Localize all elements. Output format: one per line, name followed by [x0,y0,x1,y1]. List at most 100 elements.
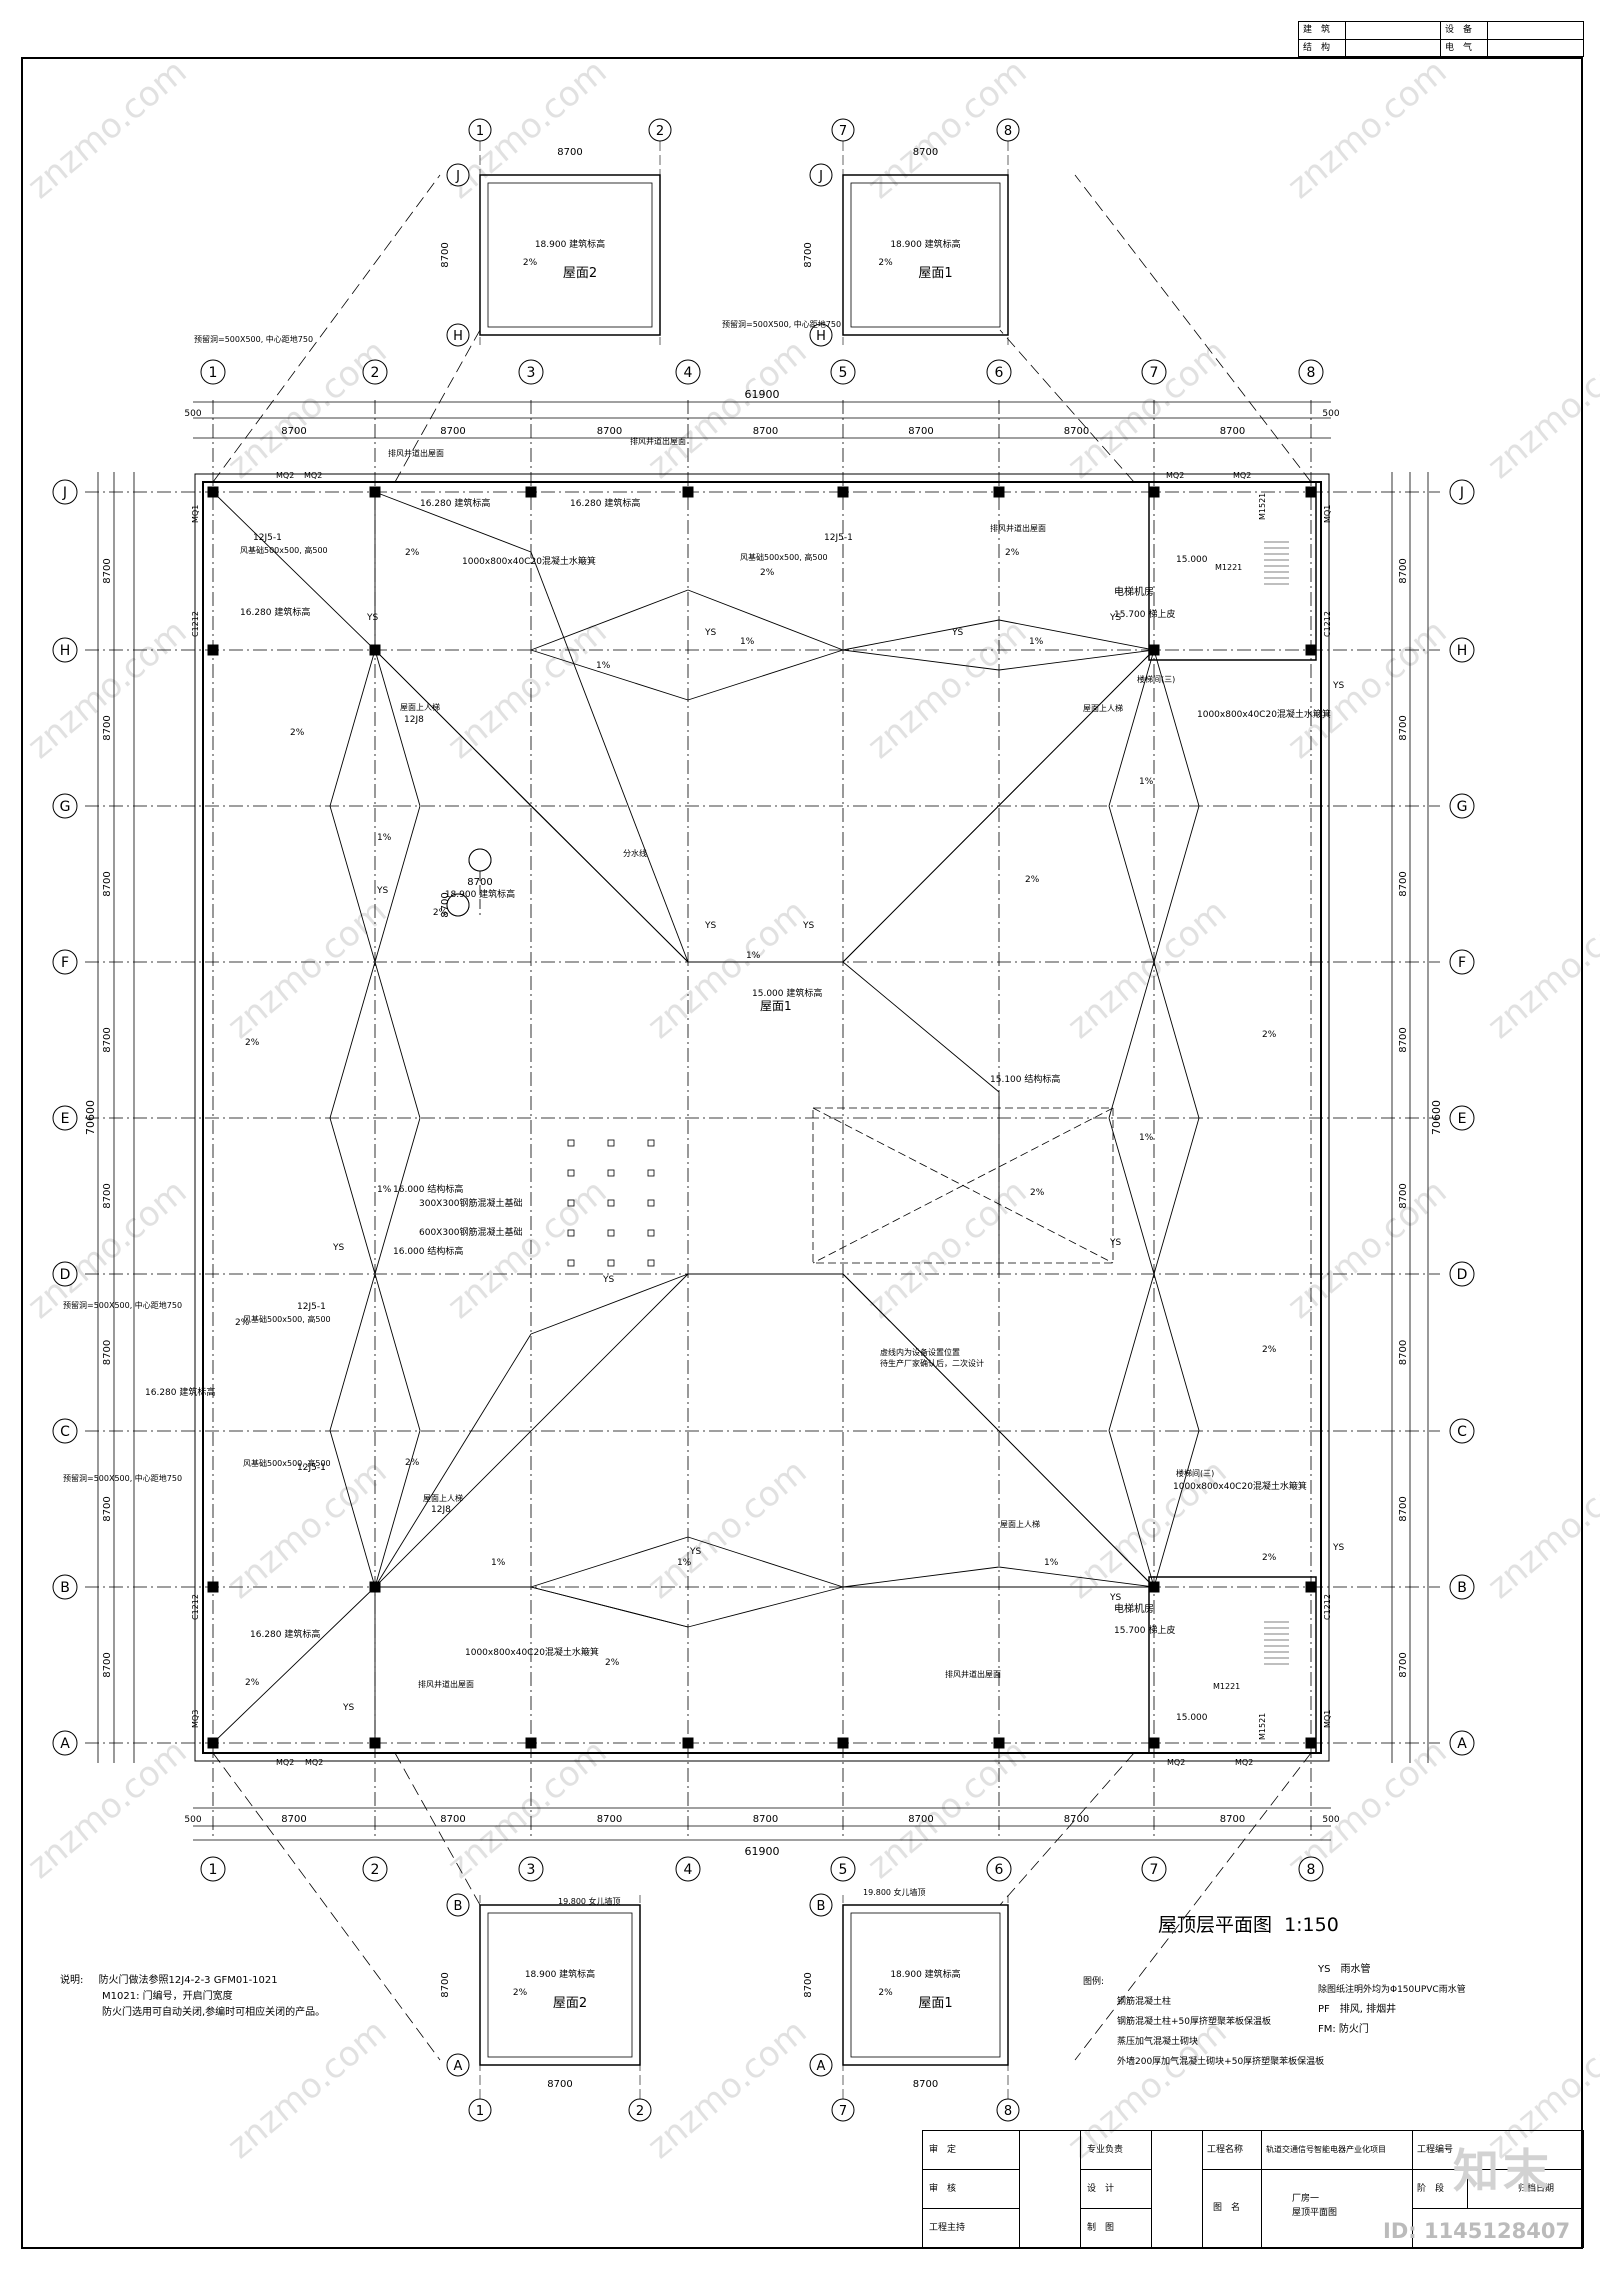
parapet-label: 19.800 女儿墙顶 [558,1896,621,1906]
sign-table: 建 筑 设 备 结 构 电 气 [1298,21,1584,57]
watermark-text: znzmo.com [440,52,614,207]
overflow-label: 1000x800x40C20混凝土水簸箕 [462,555,596,567]
dim-span: 8700 [753,426,778,437]
detail-ref: 12J8 [431,1505,451,1515]
drawing-name: 厂房一 [1292,2194,1320,2204]
column [1148,1737,1160,1749]
door-label: M1521 [1258,1713,1267,1740]
ridge-line [329,805,376,963]
door-label: C1212 [191,1594,200,1620]
sheet-frame [21,57,1583,2249]
downpipe-label: YS [1109,613,1121,623]
axis-bubble [830,1856,856,1882]
equipment-base [567,1169,575,1177]
column [1305,1581,1317,1593]
notes-block: 说明: 防火门做法参照12J4-2-3 GFM01-1021 M1021: 门编… [60,1973,325,2021]
dim-edge: 500 [1322,409,1339,419]
ridge-line [374,649,689,963]
project-name: 轨道交通信号智能电器产业化项目 [1262,2131,1412,2170]
ridge-line [374,1430,421,1588]
title-block: 审 定 审 核 工程主持 专业负责 设 计 制 图 工程名称 图 名 轨道交通信… [922,2130,1584,2248]
axis-label: 7 [1150,365,1159,381]
projection-line [212,174,441,483]
dim-edge: 500 [184,1815,201,1825]
sign-cell [1346,40,1441,57]
axis-bubble [1449,1105,1475,1131]
axis-label: F [1458,955,1466,971]
axis-label: B [817,1899,826,1914]
sign-cell: 建 筑 [1299,22,1346,39]
axis-label: J [818,169,823,184]
role-cell: 专业负责 [1081,2131,1151,2170]
slope-label: 2% [235,1318,250,1328]
axis-label: B [60,1580,70,1596]
dim-total: 70600 [84,1100,97,1135]
axis-bubble [362,1856,388,1882]
roof-name: 屋面1 [918,1996,952,2011]
ridge-line [998,619,1155,651]
equipment-base [647,1259,655,1267]
axis-bubble [1141,359,1167,385]
legend-code: PF 排风, 排烟井 [1318,2004,1397,2015]
slope-label: 2% [405,548,420,558]
axis-label: 5 [839,365,848,381]
ridge-line [329,1430,376,1588]
projection-line [394,1752,481,1906]
watermark-text: znzmo.com [1280,52,1454,207]
ladder-label: 屋面上人梯 [1083,703,1123,713]
axis-bubble [1449,1574,1475,1600]
watermark-text: znzmo.com [220,332,394,487]
dim-span: 8700 [1064,1814,1089,1825]
shaft-label: 排风井道出屋面 [630,436,686,446]
door-label: MQ2 [276,1758,294,1767]
axis-label: 3 [527,1862,536,1878]
divide-line-label: 分水线 [623,848,647,858]
axis-bubble [468,848,492,872]
ridge-line [329,961,376,1119]
slope-label: 2% [433,908,448,918]
axis-bubble [1298,359,1324,385]
ladder-label: 屋面上人梯 [400,702,440,712]
slope-label: 2% [245,1038,260,1048]
drawing-id: ID: 1145128407 [1383,2219,1571,2243]
downpipe-label: YS [1332,1543,1344,1553]
slope-label: 2% [878,1988,893,1998]
dim-span: 8700 [1220,1814,1245,1825]
dim-span: 8700 [597,1814,622,1825]
elevation-label: 15.000 [1176,555,1208,565]
ridge-line [1153,649,1200,807]
axis-label: 1 [476,2104,484,2119]
axis-bubble [52,793,78,819]
door-label: MQ2 [304,471,322,480]
roof-elevation: 18.900 建筑标高 [445,888,515,900]
overflow-label: 1000x800x40C20混凝土水簸箕 [465,1646,599,1658]
dim-span: 8700 [440,1972,451,1997]
sign-cell [1488,22,1583,39]
ridge-line [530,1273,689,1335]
axis-bubble [986,1856,1012,1882]
dim-span: 8700 [1398,558,1409,583]
elevator-room [1148,1576,1317,1754]
axis-bubble [1449,949,1475,975]
dim-span: 8700 [102,1183,113,1208]
equipment-base [647,1139,655,1147]
door-label: C1212 [1323,611,1332,637]
project-no-label: 工程编号 [1413,2131,1583,2170]
column [207,1581,219,1593]
equipment-base [647,1169,655,1177]
column [993,1737,1005,1749]
dim-span: 8700 [102,715,113,740]
axis-bubble [830,359,856,385]
dim-span: 8700 [1398,1496,1409,1521]
sign-cell [1346,22,1441,39]
drawing-name-2: 屋顶平面图 [1292,2208,1338,2218]
door-label: MQ2 [1167,1758,1185,1767]
dim-span: 8700 [753,1814,778,1825]
axis-label: D [1457,1267,1468,1283]
axis-bubble [1298,1856,1324,1882]
watermark-text: znzmo.com [220,1452,394,1607]
slope-label: 1% [740,637,755,647]
dim-span: 8700 [102,1496,113,1521]
watermark-text: znzmo.com [220,2012,394,2167]
elevation-label: 15.100 结构标高 [990,1073,1060,1085]
